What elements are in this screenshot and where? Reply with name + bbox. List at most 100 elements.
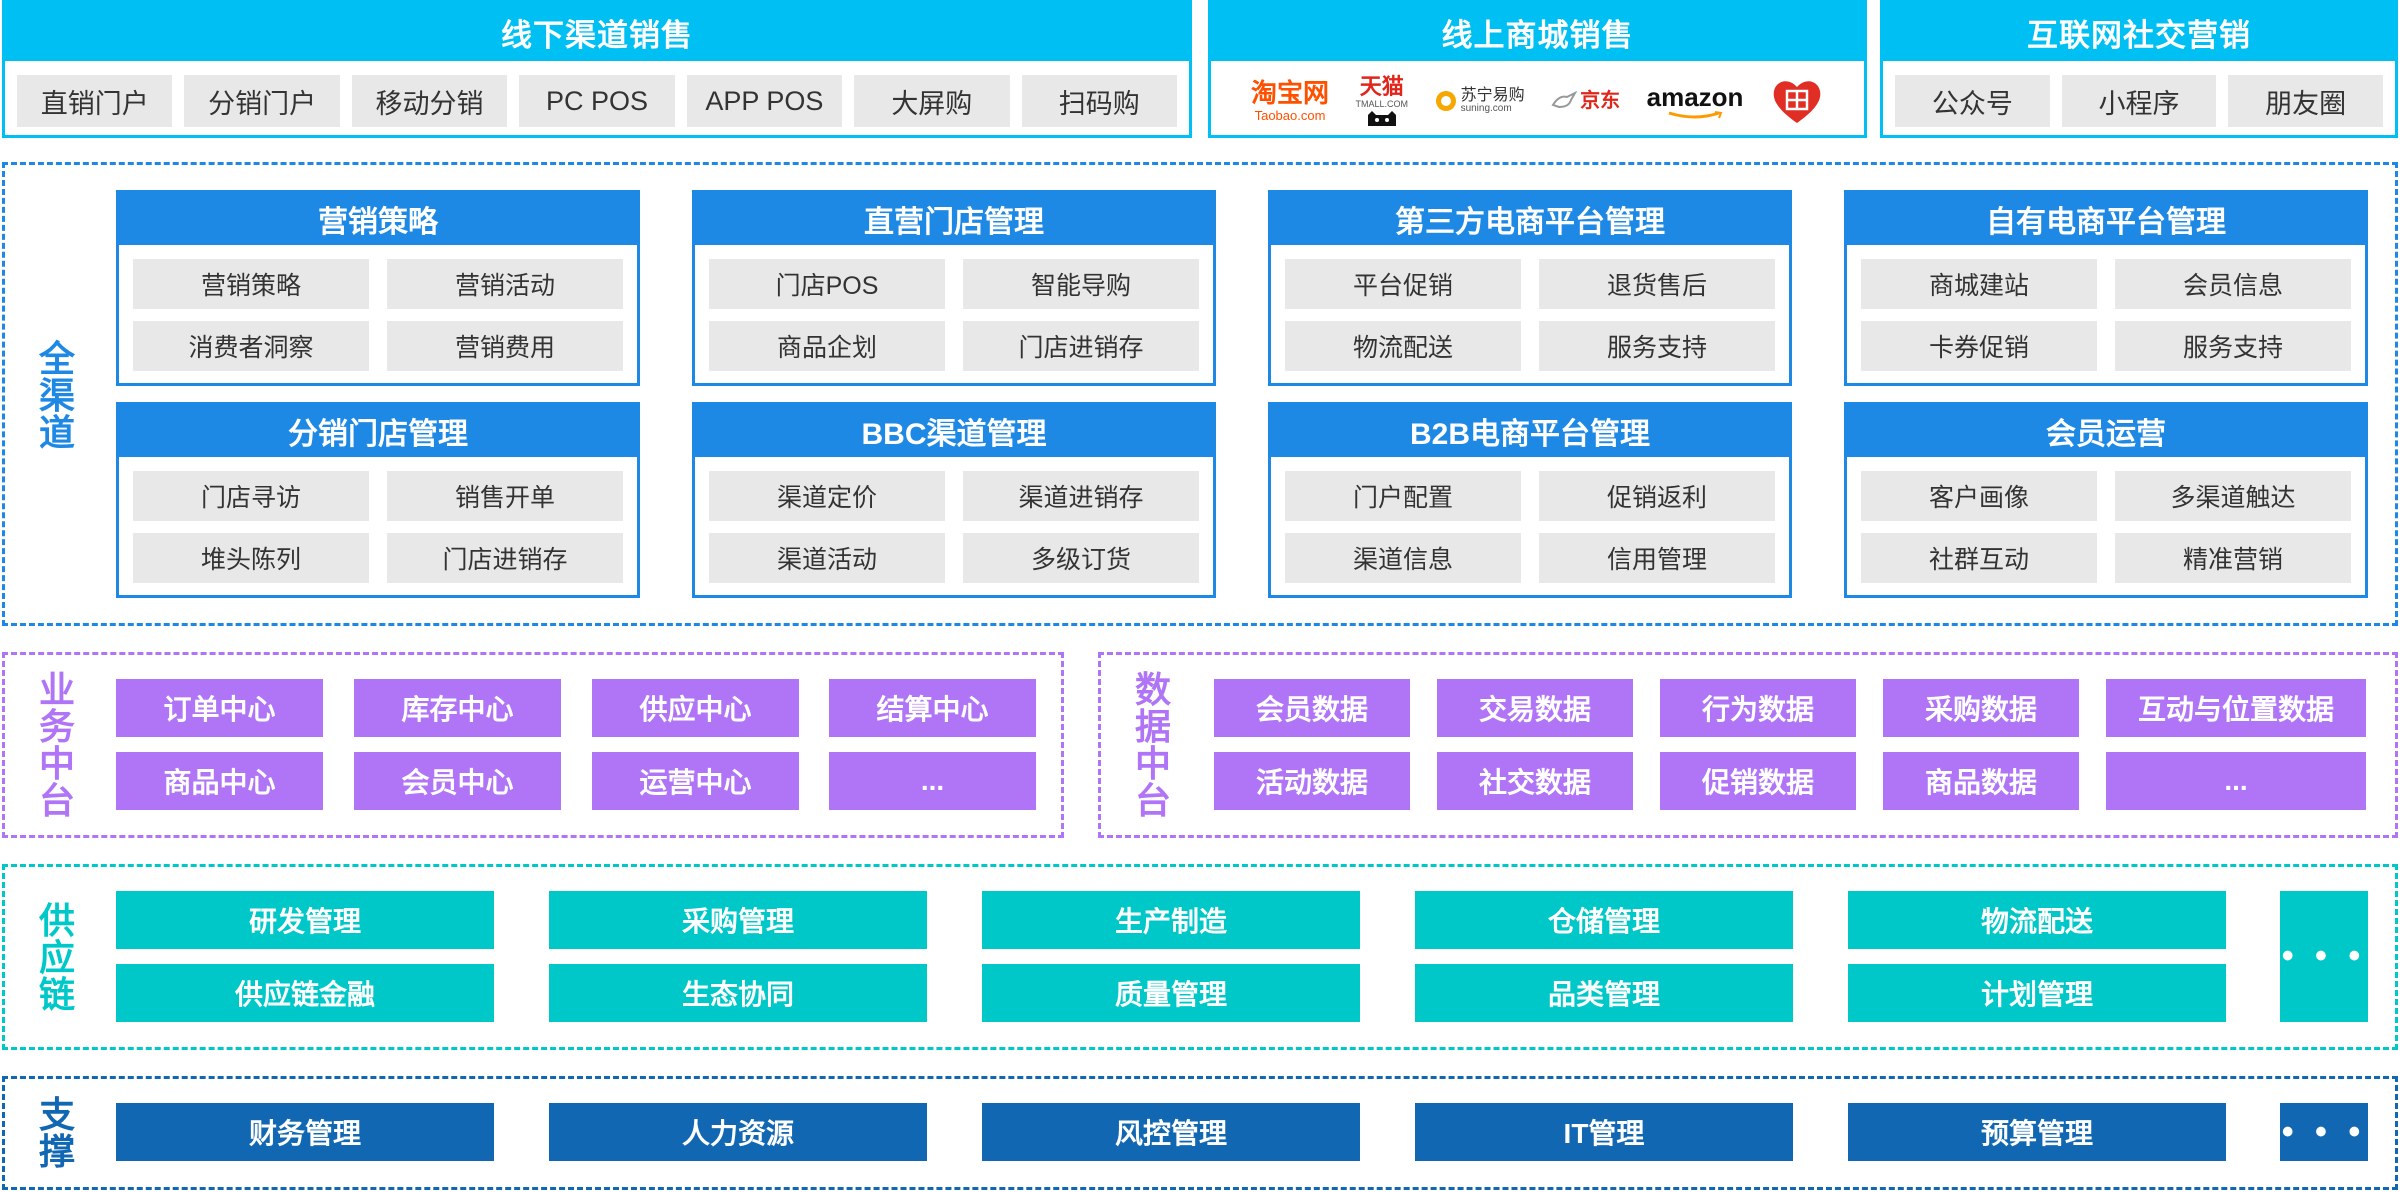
card-title: B2B电商平台管理: [1271, 405, 1789, 457]
online-mall-title: 线上商城销售: [1211, 3, 1864, 61]
card-item: 渠道定价: [709, 471, 945, 521]
card-title: 会员运营: [1847, 405, 2365, 457]
finance-management: 财务管理: [116, 1103, 494, 1161]
order-center: 订单中心: [116, 679, 323, 737]
manufacturing: 生产制造: [982, 891, 1360, 949]
card-item: 智能导购: [963, 259, 1199, 309]
product-center: 商品中心: [116, 752, 323, 810]
card-member-operation: 会员运营 客户画像 多渠道触达 社群互动 精准营销: [1844, 402, 2368, 598]
tmall-logo-text: 天猫: [1359, 73, 1404, 99]
activity-data: 活动数据: [1214, 752, 1410, 810]
interaction-location-data: 互动与位置数据: [2106, 679, 2366, 737]
offline-item-scan-buy: 扫码购: [1021, 75, 1177, 127]
jd-logo: 京东: [1551, 91, 1620, 111]
card-item: 门店POS: [709, 259, 945, 309]
taobao-logo-text: 淘宝网: [1251, 78, 1330, 108]
card-title: 自有电商平台管理: [1847, 193, 2365, 245]
risk-control: 风控管理: [982, 1103, 1360, 1161]
settlement-center: 结算中心: [829, 679, 1036, 737]
card-third-party-ecommerce: 第三方电商平台管理 平台促销 退货售后 物流配送 服务支持: [1268, 190, 1792, 386]
planning-management: 计划管理: [1848, 964, 2226, 1022]
suning-lion-icon: [1435, 91, 1456, 111]
category-management: 品类管理: [1415, 964, 1793, 1022]
card-marketing-strategy: 营销策略 营销策略 营销活动 消费者洞察 营销费用: [116, 190, 640, 386]
card-item: 服务支持: [1539, 321, 1775, 371]
support-more: • • •: [2280, 1103, 2368, 1161]
warehouse-management: 仓储管理: [1415, 891, 1793, 949]
support-label-char-2: 撑: [38, 1131, 75, 1172]
card-item: 精准营销: [2115, 533, 2351, 583]
supply-more: • • •: [2280, 891, 2368, 1022]
card-own-ecommerce: 自有电商平台管理 商城建站 会员信息 卡券促销 服务支持: [1844, 190, 2368, 386]
jd-dog-icon: [1551, 91, 1578, 109]
social-item-mini-program: 小程序: [2061, 75, 2217, 127]
transaction-data: 交易数据: [1437, 679, 1633, 737]
card-item: 服务支持: [2115, 321, 2351, 371]
card-item: 促销返利: [1539, 471, 1775, 521]
ecosystem-collaboration: 生态协同: [549, 964, 927, 1022]
offline-item-distribution-portal: 分销门户: [184, 75, 340, 127]
data-label-char-4: 台: [1134, 780, 1171, 821]
business-platform-section: [2, 652, 1064, 838]
card-item: 多渠道触达: [2115, 471, 2351, 521]
offline-item-app-pos: APP POS: [686, 75, 843, 127]
card-title: BBC渠道管理: [695, 405, 1213, 457]
card-item: 物流配送: [1285, 321, 1521, 371]
business-platform-label: 业 务 中 台: [32, 670, 82, 820]
product-data: 商品数据: [1883, 752, 2079, 810]
online-mall-panel: 线上商城销售 淘宝网 Taobao.com 天猫 TMALL.COM 苏宁易购: [1208, 0, 1867, 138]
omni-channel-section: [2, 162, 2398, 626]
purchase-data: 采购数据: [1883, 679, 2079, 737]
card-item: 卡券促销: [1861, 321, 2097, 371]
card-item: 平台促销: [1285, 259, 1521, 309]
card-title: 营销策略: [119, 193, 637, 245]
data-label-char-1: 数: [1134, 669, 1171, 710]
supply-label-char-2: 应: [38, 936, 75, 978]
social-marketing-title: 互联网社交营销: [1883, 3, 2395, 61]
offline-item-pc-pos: PC POS: [519, 75, 675, 127]
card-item: 营销活动: [387, 259, 623, 309]
logistics-delivery: 物流配送: [1848, 891, 2226, 949]
budget-management: 预算管理: [1848, 1103, 2226, 1161]
data-label-char-2: 据: [1134, 706, 1171, 747]
card-item: 营销策略: [133, 259, 369, 309]
card-item: 渠道进销存: [963, 471, 1199, 521]
social-item-official-account: 公众号: [1895, 75, 2050, 127]
amazon-logo: amazon: [1647, 84, 1743, 119]
procurement-management: 采购管理: [549, 891, 927, 949]
offline-item-big-screen: 大屏购: [854, 75, 1010, 127]
jd-logo-text: 京东: [1580, 90, 1621, 112]
card-item: 消费者洞察: [133, 321, 369, 371]
card-item: 多级订货: [963, 533, 1199, 583]
it-management: IT管理: [1415, 1103, 1793, 1161]
data-label-char-3: 中: [1134, 743, 1171, 784]
taobao-logo-sub: Taobao.com: [1254, 108, 1326, 123]
offline-channel-title: 线下渠道销售: [5, 3, 1189, 61]
pinduoduo-logo: [1770, 77, 1824, 125]
suning-logo-sub: suning.com: [1460, 103, 1512, 114]
card-bbc-channel: BBC渠道管理 渠道定价 渠道进销存 渠道活动 多级订货: [692, 402, 1216, 598]
card-distribution-store: 分销门店管理 门店寻访 销售开单 堆头陈列 门店进销存: [116, 402, 640, 598]
human-resources: 人力资源: [549, 1103, 927, 1161]
social-marketing-panel: 互联网社交营销 公众号 小程序 朋友圈: [1880, 0, 2398, 138]
suning-logo: 苏宁易购 suning.com: [1435, 88, 1525, 114]
tmall-logo-sub: TMALL.COM: [1355, 98, 1409, 109]
business-more: ...: [829, 752, 1036, 810]
omni-label-char-2: 渠: [38, 374, 75, 416]
promotion-data: 促销数据: [1660, 752, 1856, 810]
pinduoduo-icon: [1773, 81, 1821, 123]
tmall-cat-icon: [1367, 110, 1396, 126]
data-more: ...: [2106, 752, 2366, 810]
card-item: 商城建站: [1861, 259, 2097, 309]
card-item: 客户画像: [1861, 471, 2097, 521]
card-item: 渠道信息: [1285, 533, 1521, 583]
card-direct-store: 直营门店管理 门店POS 智能导购 商品企划 门店进销存: [692, 190, 1216, 386]
tmall-logo: 天猫 TMALL.COM: [1355, 73, 1409, 127]
card-title: 分销门店管理: [119, 405, 637, 457]
business-label-char-4: 台: [38, 780, 75, 821]
supply-chain-finance: 供应链金融: [116, 964, 494, 1022]
suning-logo-text: 苏宁易购: [1460, 87, 1525, 104]
card-item: 门店进销存: [963, 321, 1199, 371]
card-title: 直营门店管理: [695, 193, 1213, 245]
card-item: 商品企划: [709, 321, 945, 371]
